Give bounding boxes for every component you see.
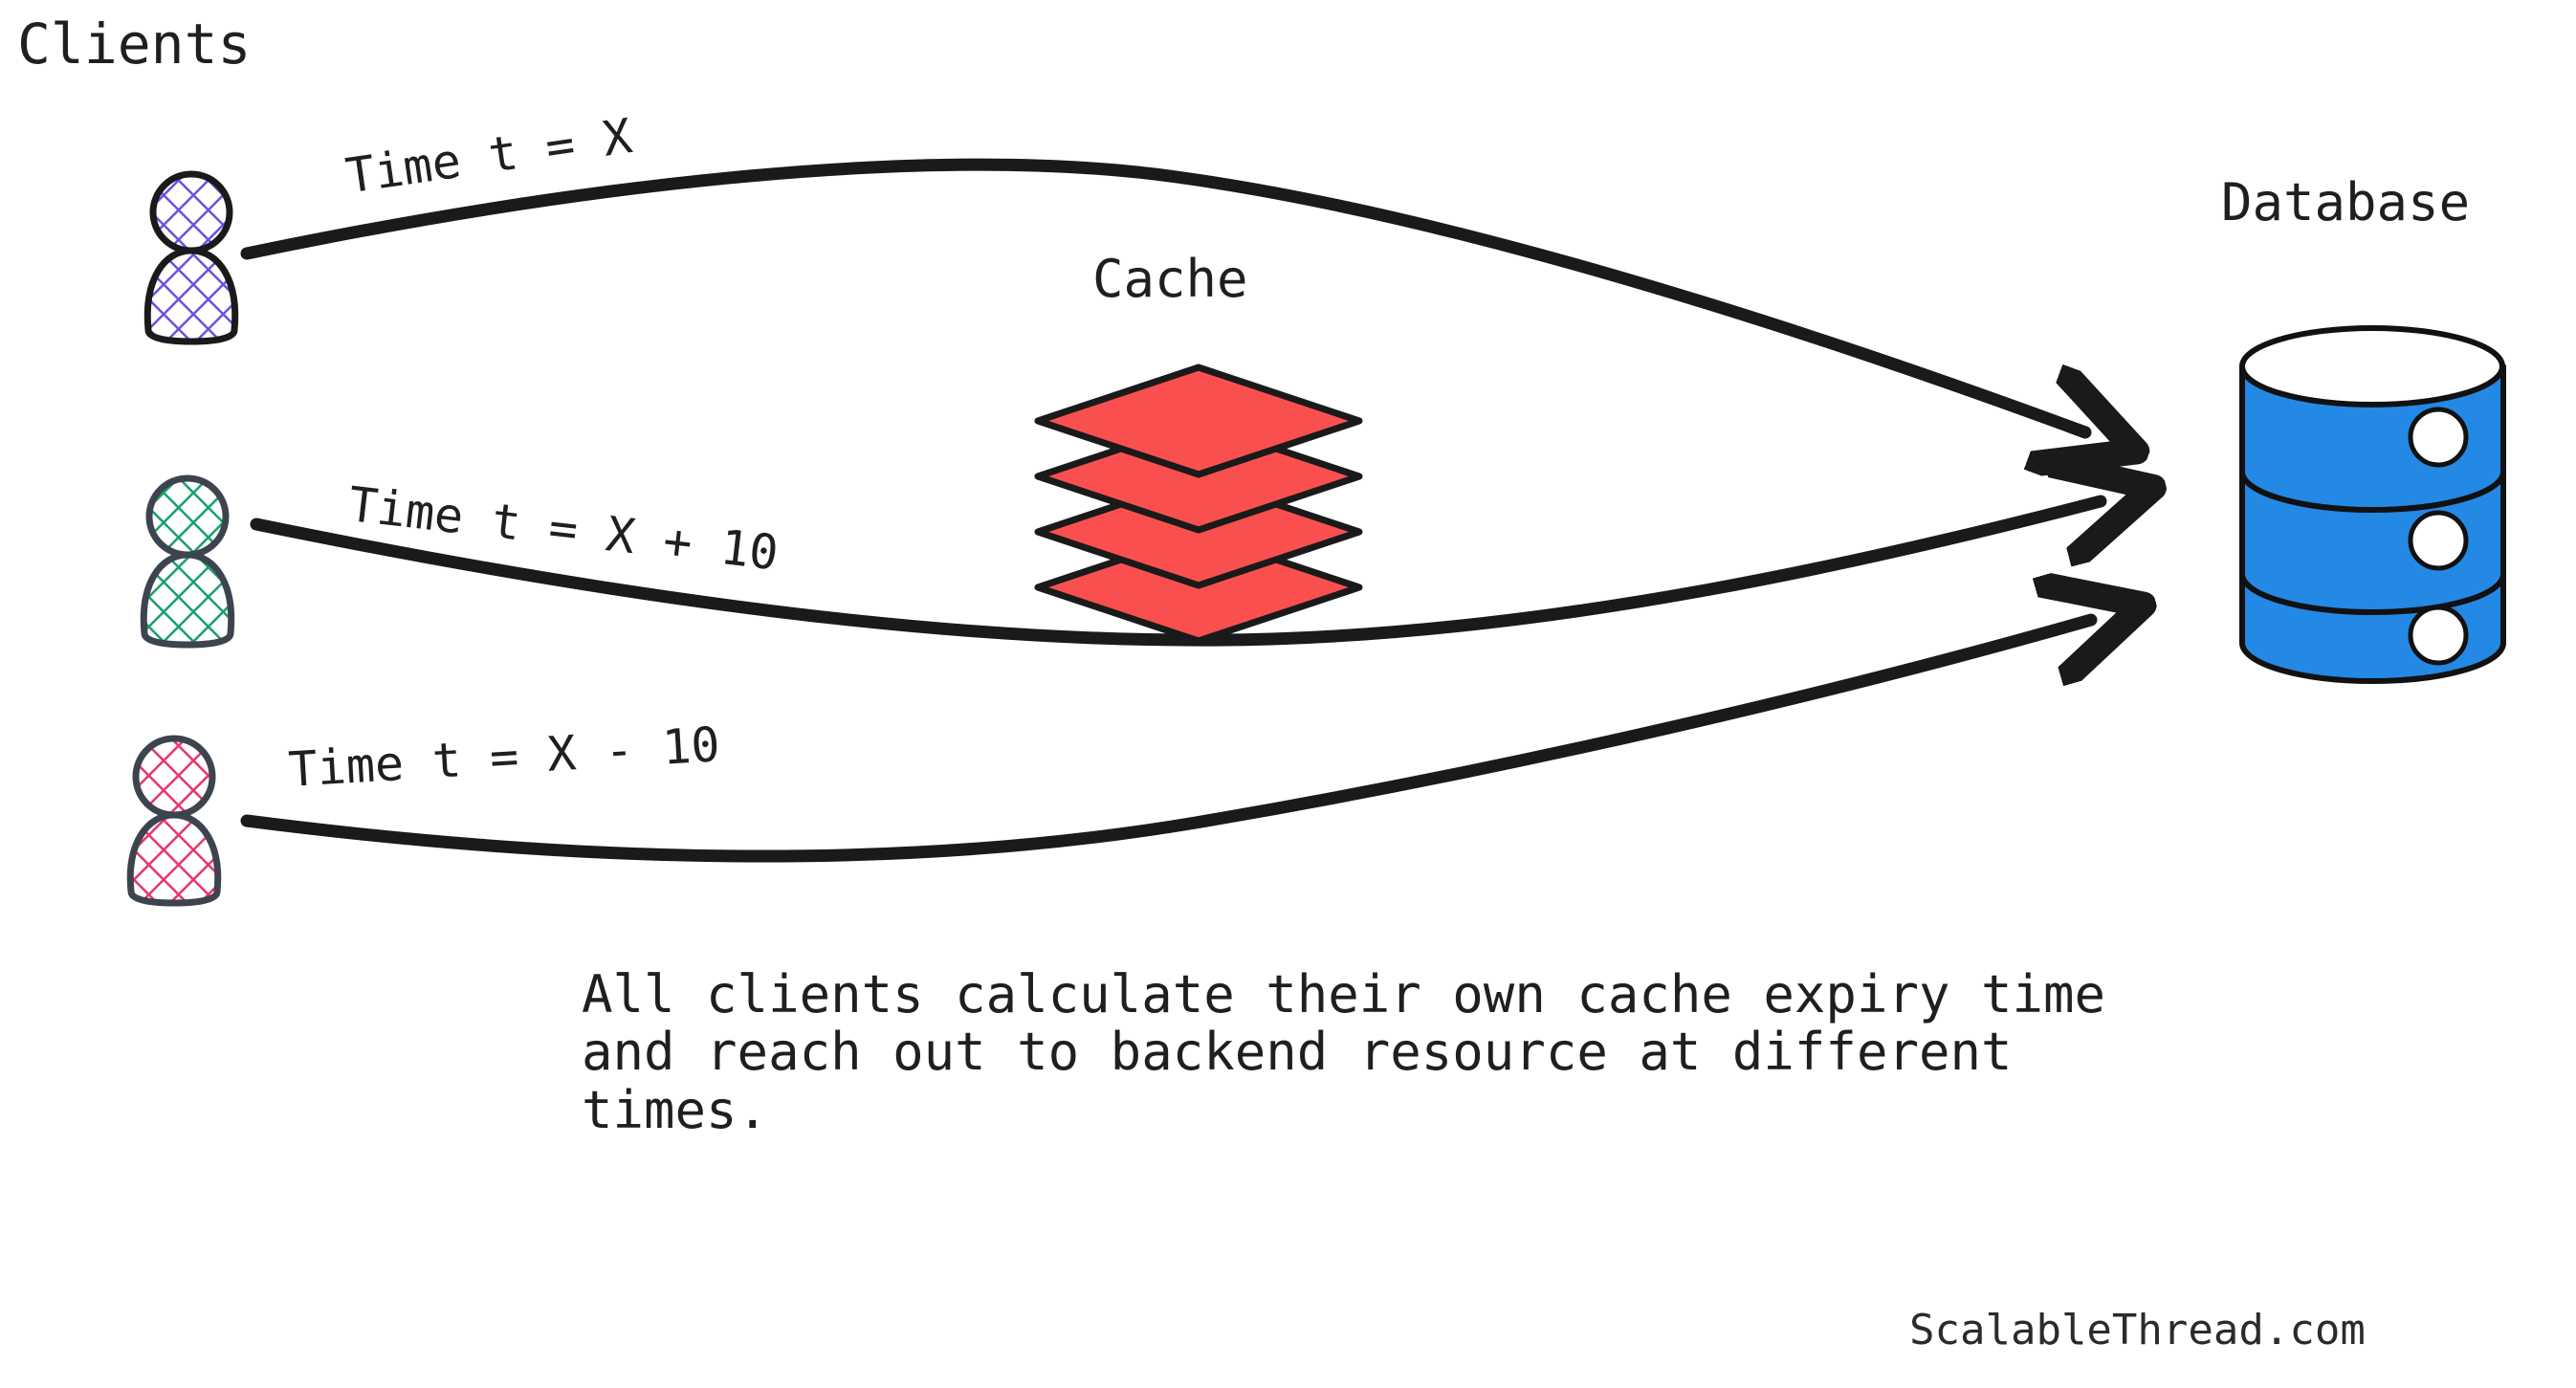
clients-heading: Clients — [17, 11, 252, 77]
cache-heading: Cache — [1092, 249, 1248, 309]
database-indicator-dot — [2408, 407, 2469, 468]
client-figure-green — [140, 474, 235, 649]
client-figure-pink — [126, 735, 222, 907]
database-indicator-dot — [2408, 605, 2469, 666]
watermark: ScalableThread.com — [1909, 1306, 2366, 1355]
client-figure-purple — [143, 170, 239, 345]
database-cylinder — [2239, 325, 2506, 684]
database-heading: Database — [2221, 172, 2471, 232]
arrow-time-x — [240, 158, 2085, 432]
caption-text: All clients calculate their own cache ex… — [582, 964, 2106, 1140]
database-indicator-dot — [2408, 510, 2469, 571]
cache-stack — [1034, 364, 1363, 645]
cache-layer — [1034, 364, 1363, 478]
arrow-time-x-minus-10 — [240, 620, 2091, 863]
arrow-time-x-plus-10 — [250, 501, 2101, 647]
